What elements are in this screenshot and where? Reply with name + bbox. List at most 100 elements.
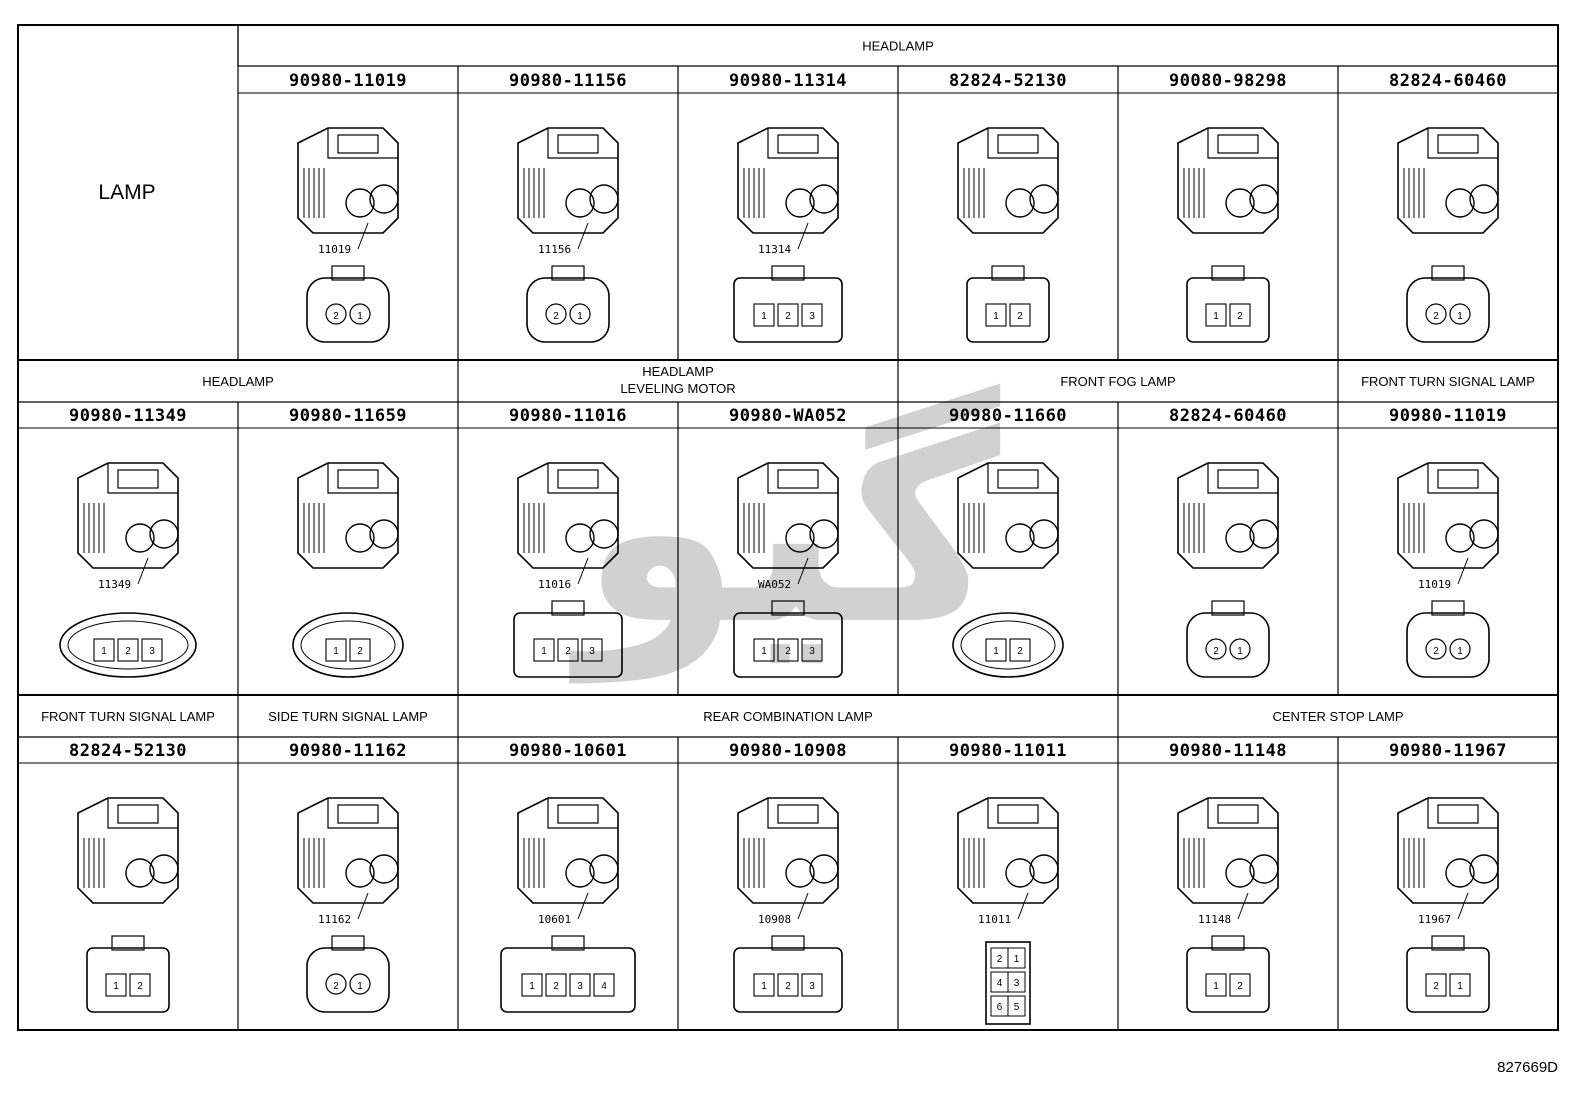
part-number: 90980-11156 — [509, 71, 627, 91]
part-number: 90980-11019 — [289, 71, 407, 91]
pin-number: 1 — [357, 981, 363, 992]
connector-housing — [297, 462, 399, 569]
pin-cavity — [1009, 303, 1031, 327]
connector-edge — [1427, 798, 1498, 829]
connector-housing — [957, 462, 1059, 569]
pin-cavity — [105, 973, 127, 997]
pin-cavity — [521, 973, 543, 997]
pin-number: 2 — [565, 646, 571, 657]
pin-number: 1 — [577, 311, 583, 322]
callout-leader — [1017, 892, 1029, 920]
connector-terminal — [1029, 854, 1059, 884]
connector-terminal — [125, 523, 155, 553]
connector-edge — [767, 798, 838, 829]
callout-label: WA052 — [758, 578, 791, 591]
connector-terminal — [785, 858, 815, 888]
connector-latch — [997, 134, 1039, 154]
connector-edge — [547, 128, 618, 159]
connector-latch — [777, 134, 819, 154]
group-header: FRONT TURN SIGNAL LAMP — [1361, 374, 1535, 389]
pin-number: 1 — [993, 311, 999, 322]
group-header: REAR COMBINATION LAMP — [703, 709, 873, 724]
pin-number: 1 — [1213, 311, 1219, 322]
callout-leader — [797, 892, 809, 920]
pin-cavity — [1009, 638, 1031, 662]
callout-label: 11314 — [758, 243, 791, 256]
pin-cavity — [777, 638, 799, 662]
connector-body-drawing — [957, 797, 1059, 904]
pin-cavity — [985, 638, 1007, 662]
callout-label: 10908 — [758, 913, 791, 926]
pin-number: 3 — [809, 981, 815, 992]
connector-edge — [547, 463, 618, 494]
connector-body-drawing — [1177, 462, 1279, 569]
pin-number: 1 — [1213, 981, 1219, 992]
part-number: 90980-11011 — [949, 741, 1067, 761]
connector-edge — [767, 463, 838, 494]
connector-terminal — [785, 523, 815, 553]
pin-number: 2 — [1017, 311, 1023, 322]
connector-terminal — [1469, 519, 1499, 549]
callout-leader — [1457, 557, 1469, 585]
pin-number: 2 — [333, 981, 339, 992]
connector-terminal — [1469, 184, 1499, 214]
connector-terminal — [565, 523, 595, 553]
callout-leader — [797, 557, 809, 585]
connector-terminal — [345, 858, 375, 888]
pin-number: 1 — [1457, 646, 1463, 657]
connector-edge — [327, 798, 398, 829]
connector-terminal — [1445, 188, 1475, 218]
pin-cavity — [753, 638, 775, 662]
pin-cavity — [1425, 303, 1447, 325]
pin-cavity — [569, 973, 591, 997]
table-grid — [17, 24, 1559, 1031]
callout-leader — [357, 892, 369, 920]
part-number: 90980-11148 — [1169, 741, 1287, 761]
face-outline — [733, 277, 843, 343]
connector-terminal — [1249, 854, 1279, 884]
pin-number: 1 — [761, 311, 767, 322]
pin-number: 3 — [577, 981, 583, 992]
callout-leader — [357, 222, 369, 250]
face-latch — [551, 600, 585, 616]
connector-terminal — [1005, 188, 1035, 218]
connector-edge — [987, 463, 1058, 494]
pin-cavity — [1205, 973, 1227, 997]
callout-leader — [1237, 892, 1249, 920]
connector-body-drawing — [1397, 462, 1499, 569]
part-number: 82824-60460 — [1389, 71, 1507, 91]
pin-cavity — [777, 303, 799, 327]
pin-number: 1 — [113, 981, 119, 992]
callout-leader — [137, 557, 149, 585]
callout-label: 11019 — [318, 243, 351, 256]
connector-terminal — [1249, 184, 1279, 214]
connector-housing — [77, 797, 179, 904]
part-number: 90980-11967 — [1389, 741, 1507, 761]
face-outline — [306, 277, 390, 343]
connector-body-drawing — [1397, 797, 1499, 904]
connector-latch — [337, 469, 379, 489]
connector-terminal — [345, 188, 375, 218]
pin-number: 2 — [125, 646, 131, 657]
connector-latch — [1217, 469, 1259, 489]
pin-cavity — [325, 638, 347, 662]
pin-number: 1 — [993, 646, 999, 657]
connector-terminal — [1029, 184, 1059, 214]
face-latch — [1431, 935, 1465, 951]
pin-cavity — [93, 638, 115, 662]
pin-cavity — [1229, 303, 1251, 327]
connector-terminal — [589, 184, 619, 214]
part-number: 82824-60460 — [1169, 406, 1287, 426]
connector-edge — [1207, 798, 1278, 829]
